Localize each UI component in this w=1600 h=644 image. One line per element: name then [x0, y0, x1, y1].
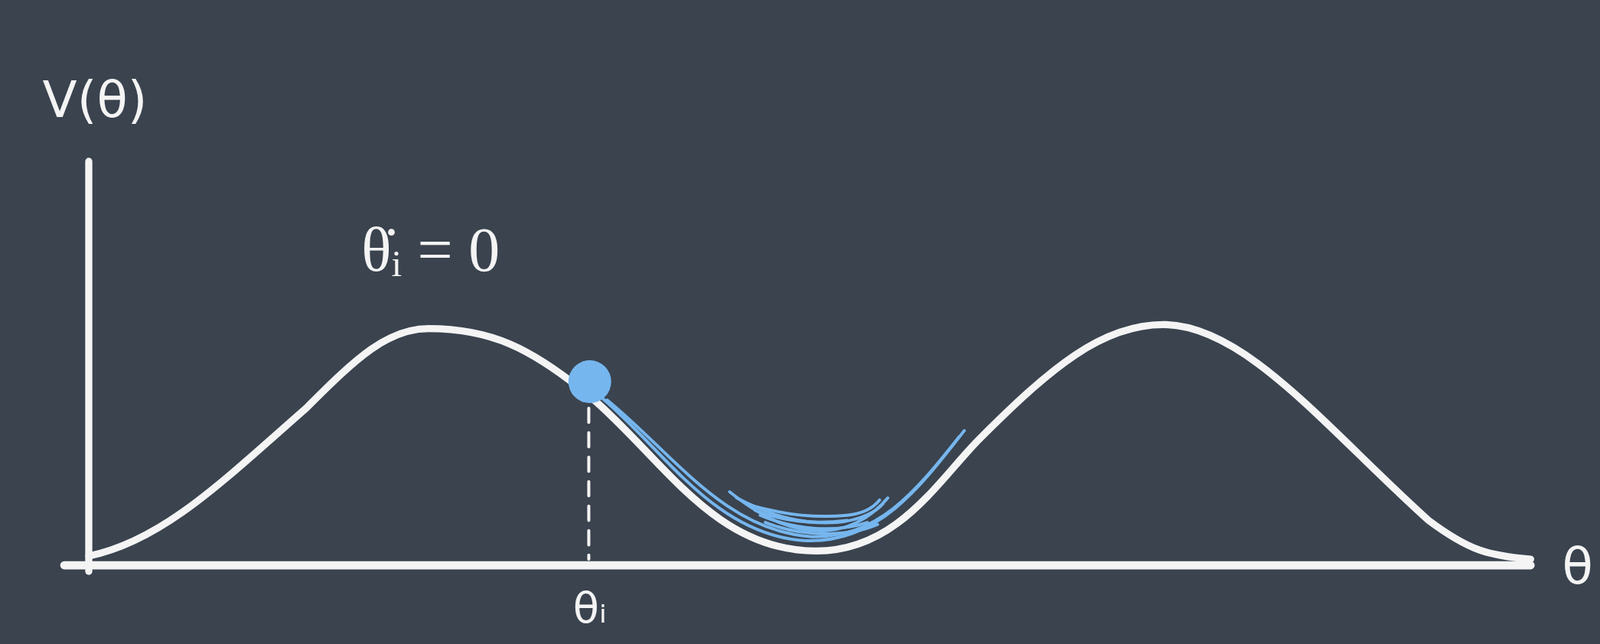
axis-label: V(θ) [42, 74, 148, 126]
ball [568, 360, 612, 404]
position-label: θᵢ [573, 586, 607, 630]
velocity-condition: θ̇ᵢ = 0 [361, 218, 500, 282]
ball-trajectory [602, 397, 965, 541]
axis-label: θ [1561, 541, 1593, 593]
theta-i-dashed [586, 408, 590, 560]
v-axis [84, 161, 92, 572]
theta-axis [64, 561, 1531, 571]
potential-curve [88, 324, 1531, 560]
